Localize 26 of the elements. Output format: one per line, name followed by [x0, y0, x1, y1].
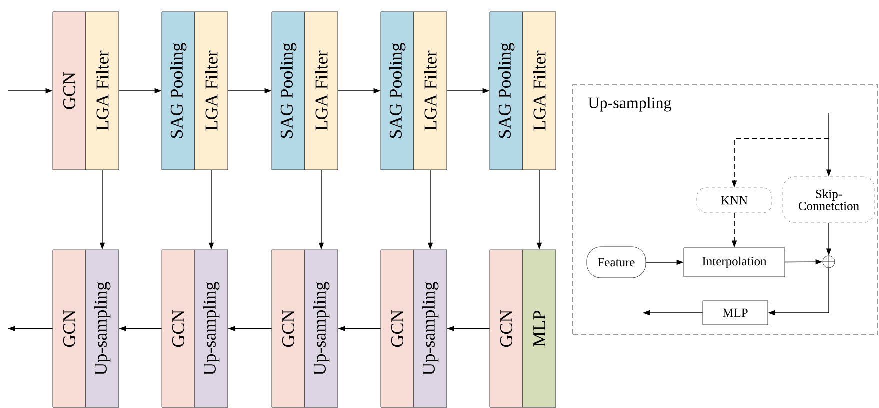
mlp-band: MLP [522, 250, 556, 408]
upsampling-band: Up-sampling [194, 250, 228, 408]
filter-band: LGA Filter [522, 12, 556, 170]
upsampling-band: Up-sampling [304, 250, 338, 408]
filter-band: LGA Filter [194, 12, 228, 170]
gcn-band: GCN [52, 12, 86, 170]
process-box: MLP [702, 300, 768, 326]
upsampling-band: Up-sampling [86, 250, 120, 408]
gcn-band: GCN [52, 250, 86, 408]
process-box: Interpolation [684, 248, 786, 278]
pooling-band: SAG Pooling [272, 12, 306, 170]
filter-band: LGA Filter [304, 12, 338, 170]
filter-band: LGA Filter [414, 12, 448, 170]
rounded-box: Feature [586, 246, 646, 278]
sum-symbol [822, 256, 836, 268]
gcn-band: GCN [490, 250, 524, 408]
pooling-band: SAG Pooling [490, 12, 524, 170]
rounded-box: Skip- Connetction [782, 176, 876, 224]
filter-band: LGA Filter [86, 12, 120, 170]
rounded-box: KNN [696, 188, 772, 214]
gcn-band: GCN [380, 250, 414, 408]
upsampling-band: Up-sampling [414, 250, 448, 408]
pooling-band: SAG Pooling [162, 12, 196, 170]
gcn-band: GCN [162, 250, 196, 408]
pooling-band: SAG Pooling [380, 12, 414, 170]
gcn-band: GCN [272, 250, 306, 408]
